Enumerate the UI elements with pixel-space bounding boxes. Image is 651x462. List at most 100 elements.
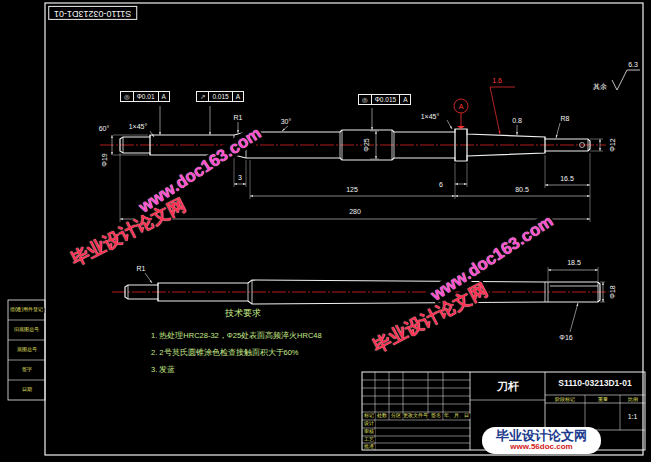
- drawing-number-cell: S1110-03213D1-01: [545, 372, 645, 395]
- tolerance-frame: ↗0.015A: [196, 91, 244, 102]
- angle-dimension: 30°: [280, 118, 293, 125]
- extension-line: [590, 153, 591, 222]
- table-rule: [8, 320, 45, 321]
- table-cell: 工艺: [363, 437, 375, 442]
- table-rule: [362, 428, 470, 429]
- shoulder-edge: [588, 139, 589, 151]
- shoulder-edge: [598, 282, 599, 302]
- table-cell: 分区: [390, 414, 402, 419]
- tolerance-value: 0.015: [208, 92, 231, 101]
- title-text: S1110-03213D1-01: [54, 9, 131, 19]
- drawing-number-box: S1110-03213D1-01: [48, 6, 137, 20]
- extension-line: [545, 155, 546, 188]
- table-rule: [362, 380, 470, 381]
- extension-line: [370, 131, 379, 132]
- roughness-note: 其余: [592, 83, 608, 90]
- logo-title: 毕业设计论文网: [496, 429, 587, 443]
- shoulder-edge: [248, 283, 249, 301]
- table-rule: [362, 396, 470, 397]
- shoulder-edge: [545, 139, 546, 151]
- extension-line: [370, 159, 379, 160]
- radius-dimension: R1: [233, 114, 244, 121]
- technical-note: 3. 发蓝: [150, 366, 176, 374]
- table-cell: 旧底图总号: [13, 328, 40, 333]
- shoulder-edge: [252, 280, 253, 304]
- red-leader: [490, 87, 515, 88]
- table-rule: [8, 380, 45, 381]
- extension-line: [246, 160, 247, 187]
- extension-line: [590, 151, 603, 152]
- shoulder-edge: [545, 282, 546, 302]
- dimension-line: [250, 196, 455, 197]
- dimension-line: [376, 131, 377, 159]
- leader-line: [145, 273, 152, 283]
- table-cell: 标记: [363, 414, 375, 419]
- table-rule: [8, 360, 45, 361]
- dimension-line: [234, 184, 246, 185]
- length-dimension: 6: [438, 181, 444, 188]
- datum-circle: [454, 99, 468, 113]
- angle-dimension: 60°: [98, 125, 111, 132]
- tolerance-frame: ◎Φ0.015A: [358, 94, 411, 105]
- shoulder-edge: [342, 130, 343, 160]
- diameter-dimension: Φ12: [609, 137, 616, 152]
- roughness-value: 1.6: [491, 77, 503, 84]
- scale-value: 1:1: [627, 413, 639, 420]
- table-rule: [545, 395, 645, 396]
- length-dimension: 16.5: [559, 175, 575, 182]
- table-cell: 年、月、日: [443, 414, 470, 419]
- shoulder-edge: [394, 132, 395, 158]
- side-table: [8, 300, 45, 400]
- length-dimension: 3: [237, 174, 243, 181]
- title-text: 刀杆: [497, 380, 519, 392]
- extension-line: [548, 267, 549, 281]
- tolerance-symbol: ◎: [121, 92, 133, 101]
- tolerance-value: Φ0.01: [133, 92, 158, 101]
- taper-dimension: 0.8: [511, 117, 523, 124]
- site-logo: 毕业设计论文网www.56doc.com: [482, 427, 601, 454]
- table-cell: 阶段标记: [554, 397, 576, 402]
- shoulder-edge: [548, 282, 549, 302]
- table-rule: [362, 404, 470, 405]
- table-cell: 重量: [597, 397, 609, 402]
- part-name-cell: 刀杆: [470, 372, 545, 400]
- extension-line: [234, 157, 235, 187]
- datum-triangle: [457, 126, 465, 129]
- leader-line: [150, 131, 154, 137]
- extension-line: [113, 155, 148, 156]
- notes-heading: 技术要求: [224, 309, 262, 318]
- table-rule: [470, 372, 471, 450]
- table-rule: [8, 340, 45, 341]
- diameter-dimension: Φ16: [558, 334, 573, 341]
- table-cell: 更改文件号: [402, 414, 429, 419]
- roughness-symbol: [612, 70, 640, 90]
- extension-line: [120, 153, 121, 222]
- leader-line: [517, 125, 518, 135]
- datum-leader: [461, 113, 462, 126]
- table-rule: [362, 443, 470, 444]
- center-line: [112, 292, 612, 293]
- table-rule: [362, 388, 470, 389]
- dimension-line: [548, 270, 598, 271]
- dimension-line: [455, 184, 467, 185]
- table-cell: 签字: [21, 368, 33, 373]
- red-leader: [490, 87, 500, 134]
- table-rule: [362, 412, 470, 413]
- extension-line: [250, 160, 251, 199]
- tolerance-symbol: ◎: [359, 95, 371, 104]
- shaft-second-view: [125, 280, 600, 304]
- leader-line: [160, 106, 161, 135]
- leader-line: [238, 122, 239, 133]
- shoulder-edge: [158, 283, 159, 301]
- chamfer-dimension: 1×45°: [420, 113, 441, 120]
- shoulder-edge: [392, 130, 393, 160]
- title-text: S1110-03213D1-01: [558, 379, 631, 388]
- table-rule: [620, 395, 621, 430]
- dimension-line: [112, 135, 113, 155]
- shoulder-edge: [128, 285, 129, 299]
- extension-line: [455, 163, 456, 199]
- length-dimension: 280: [348, 208, 362, 215]
- extension-line: [600, 282, 605, 283]
